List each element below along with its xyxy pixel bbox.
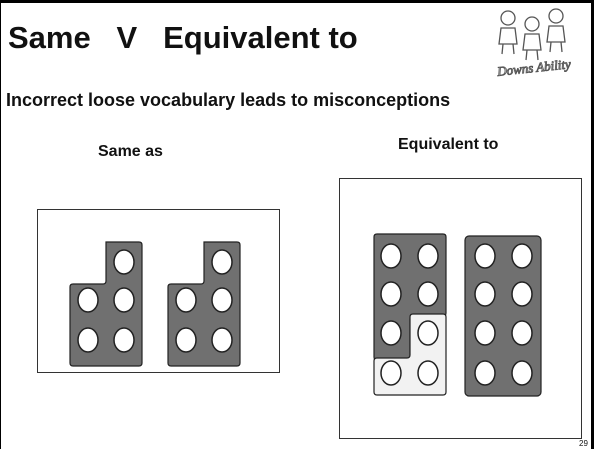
- same-as-label: Same as: [98, 143, 163, 160]
- numicon-hole: [511, 243, 533, 269]
- numicon-hole: [211, 249, 233, 275]
- numicon-five-piece: [373, 233, 447, 361]
- numicon-hole: [511, 320, 533, 346]
- numicon-hole: [113, 287, 135, 313]
- numicon-hole: [380, 320, 402, 346]
- numicon-hole: [417, 360, 439, 386]
- numicon-hole: [380, 243, 402, 269]
- numicon-hole: [474, 320, 496, 346]
- slide-right-border: [591, 0, 594, 449]
- numicon-hole: [113, 249, 135, 275]
- numicon-hole: [113, 327, 135, 353]
- page-number: 29: [579, 439, 588, 448]
- numicon-hole: [417, 281, 439, 307]
- slide-left-border: [0, 3, 1, 449]
- downs-ability-logo: Downs Ability: [495, 8, 572, 79]
- numicon-hole: [175, 287, 197, 313]
- numicon-hole: [77, 327, 99, 353]
- numicon-eight-piece: [464, 235, 542, 397]
- numicon-hole: [417, 320, 439, 346]
- numicon-three-piece: [373, 313, 447, 396]
- numicon-hole: [175, 327, 197, 353]
- equivalent-to-label: Equivalent to: [398, 136, 499, 153]
- numicon-hole: [417, 243, 439, 269]
- numicon-hole: [511, 360, 533, 386]
- numicon-hole: [474, 243, 496, 269]
- numicon-hole: [211, 287, 233, 313]
- numicon-hole: [474, 281, 496, 307]
- children-figures-icon: [498, 8, 566, 61]
- numicon-hole: [77, 287, 99, 313]
- numicon-hole: [511, 281, 533, 307]
- numicon-hole: [380, 281, 402, 307]
- numicon-body: [464, 235, 542, 397]
- numicon-five-right: [167, 241, 241, 367]
- numicon-five-left: [69, 241, 143, 367]
- slide-top-border: [0, 0, 594, 3]
- slide-subtitle: Incorrect loose vocabulary leads to misc…: [6, 90, 451, 110]
- numicon-hole: [474, 360, 496, 386]
- numicon-hole: [380, 360, 402, 386]
- slide-title: Same V Equivalent to: [8, 20, 358, 55]
- numicon-hole: [211, 327, 233, 353]
